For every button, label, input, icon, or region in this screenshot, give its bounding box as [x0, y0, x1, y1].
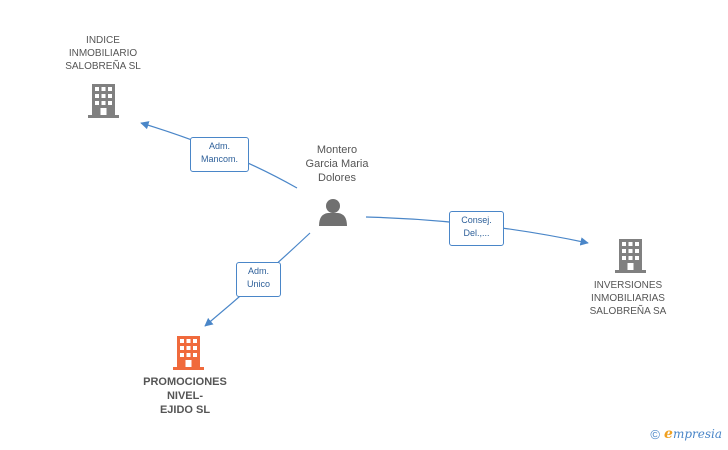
person-name[interactable]: Montero Garcia Maria Dolores	[305, 144, 369, 184]
building-icon[interactable]	[615, 239, 646, 273]
company-name-inversiones[interactable]: INVERSIONES INMOBILIARIAS SALOBREÑA SA	[589, 280, 667, 317]
building-icon[interactable]	[173, 336, 204, 370]
brand-e: e	[664, 426, 673, 442]
brand-rest: mpresia	[672, 427, 722, 441]
edge-label-indice: Adm. Mancom.	[190, 137, 249, 172]
person-icon[interactable]	[319, 199, 347, 226]
empresia-logo[interactable]: empresia	[664, 426, 722, 442]
edge-label-inversiones: Consej. Del.,...	[449, 211, 504, 246]
company-name-promociones[interactable]: PROMOCIONES NIVEL- EJIDO SL	[143, 376, 227, 416]
footer-brand: © empresia	[650, 426, 722, 442]
edge-label-promociones: Adm. Unico	[236, 262, 281, 297]
company-name-indice[interactable]: INDICE INMOBILIARIO SALOBREÑA SL	[65, 35, 141, 72]
building-icon[interactable]	[88, 84, 119, 118]
copyright-symbol: ©	[650, 426, 661, 442]
